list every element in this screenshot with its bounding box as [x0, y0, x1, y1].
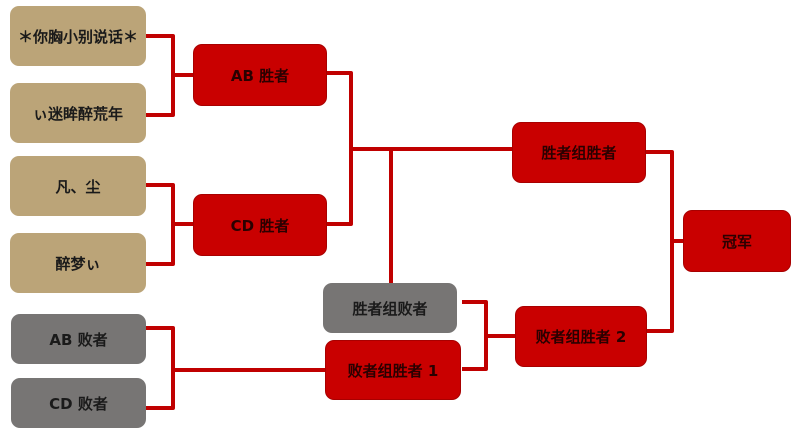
winners-bracket-loser-box: 胜者组败者 [323, 283, 457, 333]
winners-bracket-winner-box: 胜者组胜者 [512, 122, 646, 183]
losers-bracket-winner-1-box: 败者组胜者 1 [325, 340, 461, 400]
losers-bracket-winner-2-box: 败者组胜者 2 [515, 306, 647, 367]
cd-winner-label: CD 胜者 [230, 216, 290, 235]
cd-loser-box: CD 败者 [11, 378, 146, 428]
winners-bracket-loser-label: 胜者组败者 [352, 299, 428, 318]
champion-box: 冠军 [683, 210, 791, 272]
player-name: ぃ迷眸醉荒年 [32, 104, 123, 123]
player-box-2: ぃ迷眸醉荒年 [10, 83, 146, 143]
ab-loser-label: AB 败者 [49, 330, 108, 349]
player-box-3: 凡、尘 [10, 156, 146, 216]
losers-bracket-winner-2-label: 败者组胜者 2 [535, 328, 627, 346]
cd-loser-label: CD 败者 [49, 394, 108, 413]
losers-bracket-winner-1-label: 败者组胜者 1 [347, 361, 439, 380]
player-box-4: 醉梦ぃ [10, 233, 146, 293]
player-name: 醉梦ぃ [55, 254, 101, 273]
winners-bracket-winner-label: 胜者组胜者 [541, 144, 617, 162]
player-name: 凡、尘 [55, 177, 101, 196]
champion-label: 冠军 [721, 232, 752, 251]
ab-loser-box: AB 败者 [11, 314, 146, 364]
cd-winner-box: CD 胜者 [193, 194, 327, 256]
player-box-1: ＊你胸小别说话＊ [10, 6, 146, 66]
ab-winner-label: AB 胜者 [230, 66, 290, 85]
ab-winner-box: AB 胜者 [193, 44, 327, 106]
player-name: ＊你胸小别说话＊ [17, 27, 138, 46]
